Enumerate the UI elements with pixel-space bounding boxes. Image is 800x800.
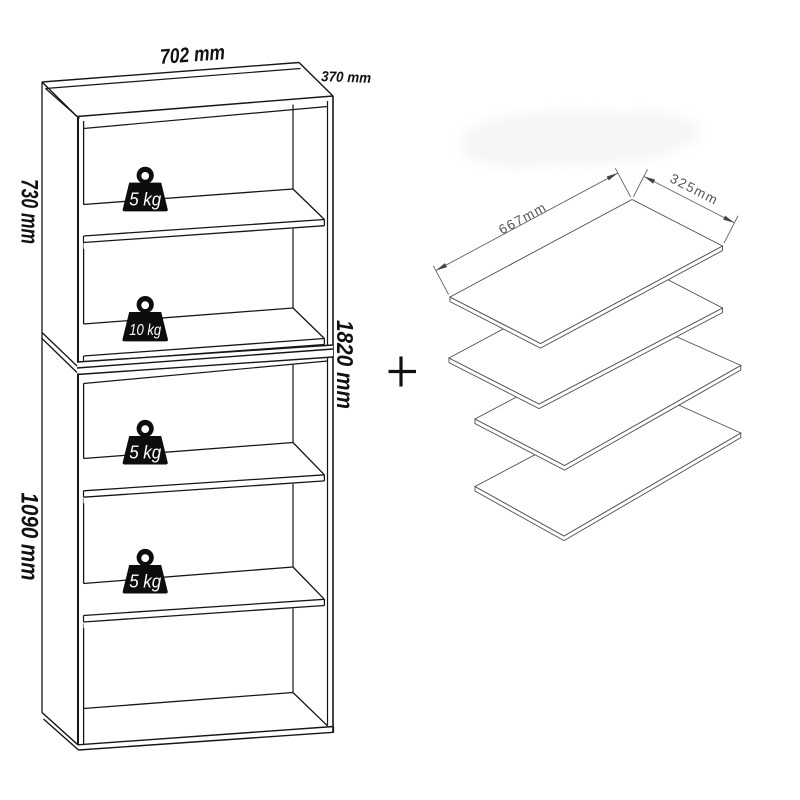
svg-text:5 kg: 5 kg xyxy=(129,442,162,463)
svg-text:5 kg: 5 kg xyxy=(129,571,162,592)
svg-text:730 mm: 730 mm xyxy=(16,179,43,244)
svg-text:1090 mm: 1090 mm xyxy=(16,493,43,581)
svg-text:702 mm: 702 mm xyxy=(159,41,226,69)
svg-text:370 mm: 370 mm xyxy=(321,69,372,87)
svg-text:5 kg: 5 kg xyxy=(129,189,162,210)
svg-text:1820 mm: 1820 mm xyxy=(332,320,358,409)
svg-text:10 kg: 10 kg xyxy=(129,322,161,339)
